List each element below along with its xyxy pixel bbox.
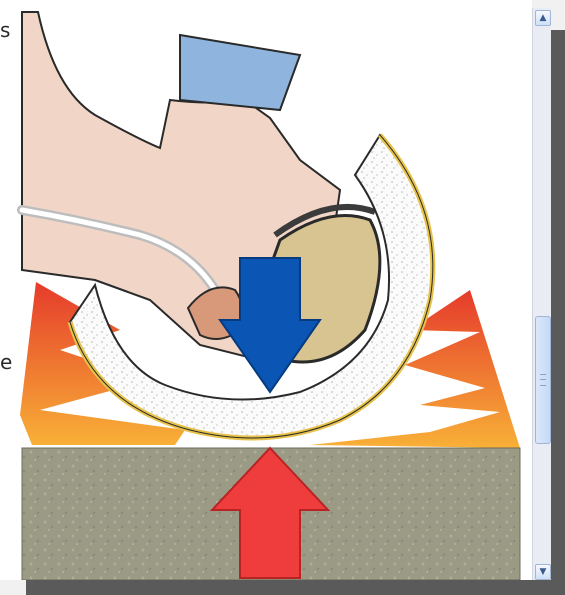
scroll-down-icon[interactable]: ▼ <box>535 564 551 580</box>
head-impact-illustration <box>0 0 532 580</box>
content-area: s e <box>0 0 532 580</box>
window-shadow-bottom <box>26 578 565 595</box>
scroll-thumb[interactable] <box>535 316 551 444</box>
thumb-grip-icon <box>540 374 546 386</box>
scroll-up-icon[interactable]: ▲ <box>535 10 551 26</box>
vertical-scrollbar[interactable]: ▲ ▼ <box>532 8 551 580</box>
